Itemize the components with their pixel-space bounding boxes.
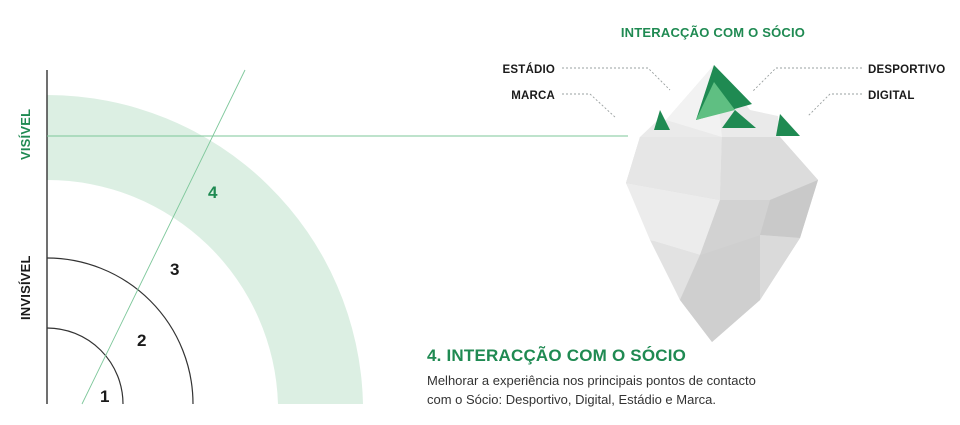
touchpoint-stadium: ESTÁDIO [502,63,555,76]
level-3-arc [46,257,194,405]
level-number-1: 1 [100,387,110,406]
iceberg-icon [626,65,818,342]
diagonal-guide-line [81,69,246,405]
touchpoint-sport: DESPORTIVO [868,64,945,76]
iceberg-title: INTERACÇÃO COM O SÓCIO [621,25,805,40]
level-2-arc [46,327,124,405]
leader-sport [751,67,862,93]
leader-digital [807,93,862,117]
level-number-4: 4 [208,183,218,202]
description-body: Melhorar a experiência nos principais po… [427,371,847,409]
touchpoint-digital: DIGITAL [868,90,915,102]
description-line-1: Melhorar a experiência nos principais po… [427,373,756,388]
visible-label: VISÍVEL [18,109,33,160]
level-number-2: 2 [137,331,147,350]
leader-brand [562,93,617,119]
description-heading: 4. INTERACÇÃO COM O SÓCIO [427,345,686,365]
level-4-band [47,94,363,404]
touchpoint-brand: MARCA [511,90,555,102]
leader-stadium [562,67,671,91]
invisible-label: INVISÍVEL [18,255,33,320]
level-number-3: 3 [170,260,180,279]
description-line-2: com o Sócio: Desportivo, Digital, Estádi… [427,392,717,407]
